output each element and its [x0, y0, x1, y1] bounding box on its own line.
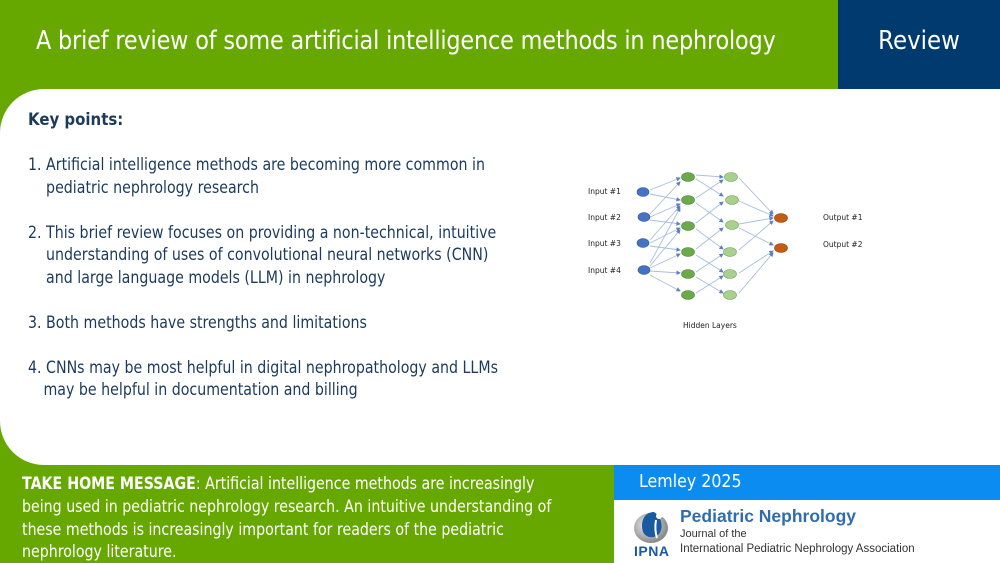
- neural-network-diagram: Input #1 Input #2 Input #3 Input #4 Outp…: [588, 172, 863, 330]
- key-points-heading: Key points:: [28, 110, 124, 130]
- content-panel: [0, 89, 1000, 465]
- ipna-globe-logo-icon: [634, 512, 668, 543]
- citation-bar: Lemley 2025: [614, 465, 1000, 500]
- key-point-text: understanding of uses of convolutional n…: [46, 245, 489, 264]
- journal-name: Pediatric Nephrology: [680, 506, 857, 526]
- output-nodes: [774, 213, 788, 253]
- input-label: Input #2: [588, 213, 621, 222]
- journal-branding: IPNA Pediatric Nephrology Journal of the…: [614, 500, 1000, 563]
- key-point-text: and large language models (LLM) in nephr…: [46, 267, 386, 287]
- input-label: Input #4: [588, 266, 621, 275]
- key-point-text: 3. Both methods have strengths and limit…: [28, 312, 367, 332]
- input-label: Input #1: [588, 187, 621, 196]
- article-type-badge: Review: [838, 0, 1000, 89]
- output-label: Output #2: [823, 240, 863, 249]
- ipna-logo-text: IPNA: [634, 543, 670, 559]
- key-point-1: 1. Artificial intelligence methods are b…: [28, 154, 492, 199]
- take-home-label: TAKE HOME MESSAGE: [22, 474, 196, 493]
- network-edges: [649, 174, 774, 294]
- key-point-3: 3. Both methods have strengths and limit…: [28, 312, 492, 335]
- header-band: A brief review of some artificial intell…: [0, 0, 1000, 89]
- key-point-4: 4. CNNs may be most helpful in digital n…: [28, 357, 498, 402]
- key-point-text: pediatric nephrology research: [46, 177, 259, 197]
- key-point-text: 2. This brief review focuses on providin…: [28, 222, 497, 242]
- output-label: Output #1: [823, 213, 863, 222]
- hidden-layer-1-nodes: [681, 172, 695, 300]
- take-home-message: TAKE HOME MESSAGE: Artificial intelligen…: [22, 473, 612, 563]
- article-type-label: Review: [878, 26, 960, 56]
- take-home-line: TAKE HOME MESSAGE: Artificial intelligen…: [22, 473, 534, 496]
- take-home-text: : Artificial intelligence methods are in…: [195, 474, 535, 493]
- key-point-2: 2. This brief review focuses on providin…: [28, 222, 496, 290]
- page-title: A brief review of some artificial intell…: [36, 26, 776, 56]
- hidden-layers-label: Hidden Layers: [683, 321, 737, 330]
- citation-author-year: Lemley 2025: [639, 471, 742, 492]
- take-home-line: nephrology literature.: [22, 542, 177, 562]
- take-home-line: these methods is increasingly important …: [22, 519, 504, 539]
- key-point-text: may be helpful in documentation and bill…: [43, 380, 358, 399]
- input-nodes: [636, 187, 651, 275]
- key-point-text: 1. Artificial intelligence methods are b…: [28, 155, 485, 174]
- key-point-text: 4. CNNs may be most helpful in digital n…: [28, 357, 498, 377]
- hidden-layer-2-nodes: [723, 172, 739, 300]
- journal-association: International Pediatric Nephrology Assoc…: [680, 543, 915, 555]
- take-home-line: being used in pediatric nephrology resea…: [22, 496, 552, 516]
- input-label: Input #3: [588, 239, 621, 248]
- key-points-list: 1. Artificial intelligence methods are b…: [28, 154, 568, 424]
- journal-subtitle: Journal of the: [680, 528, 747, 540]
